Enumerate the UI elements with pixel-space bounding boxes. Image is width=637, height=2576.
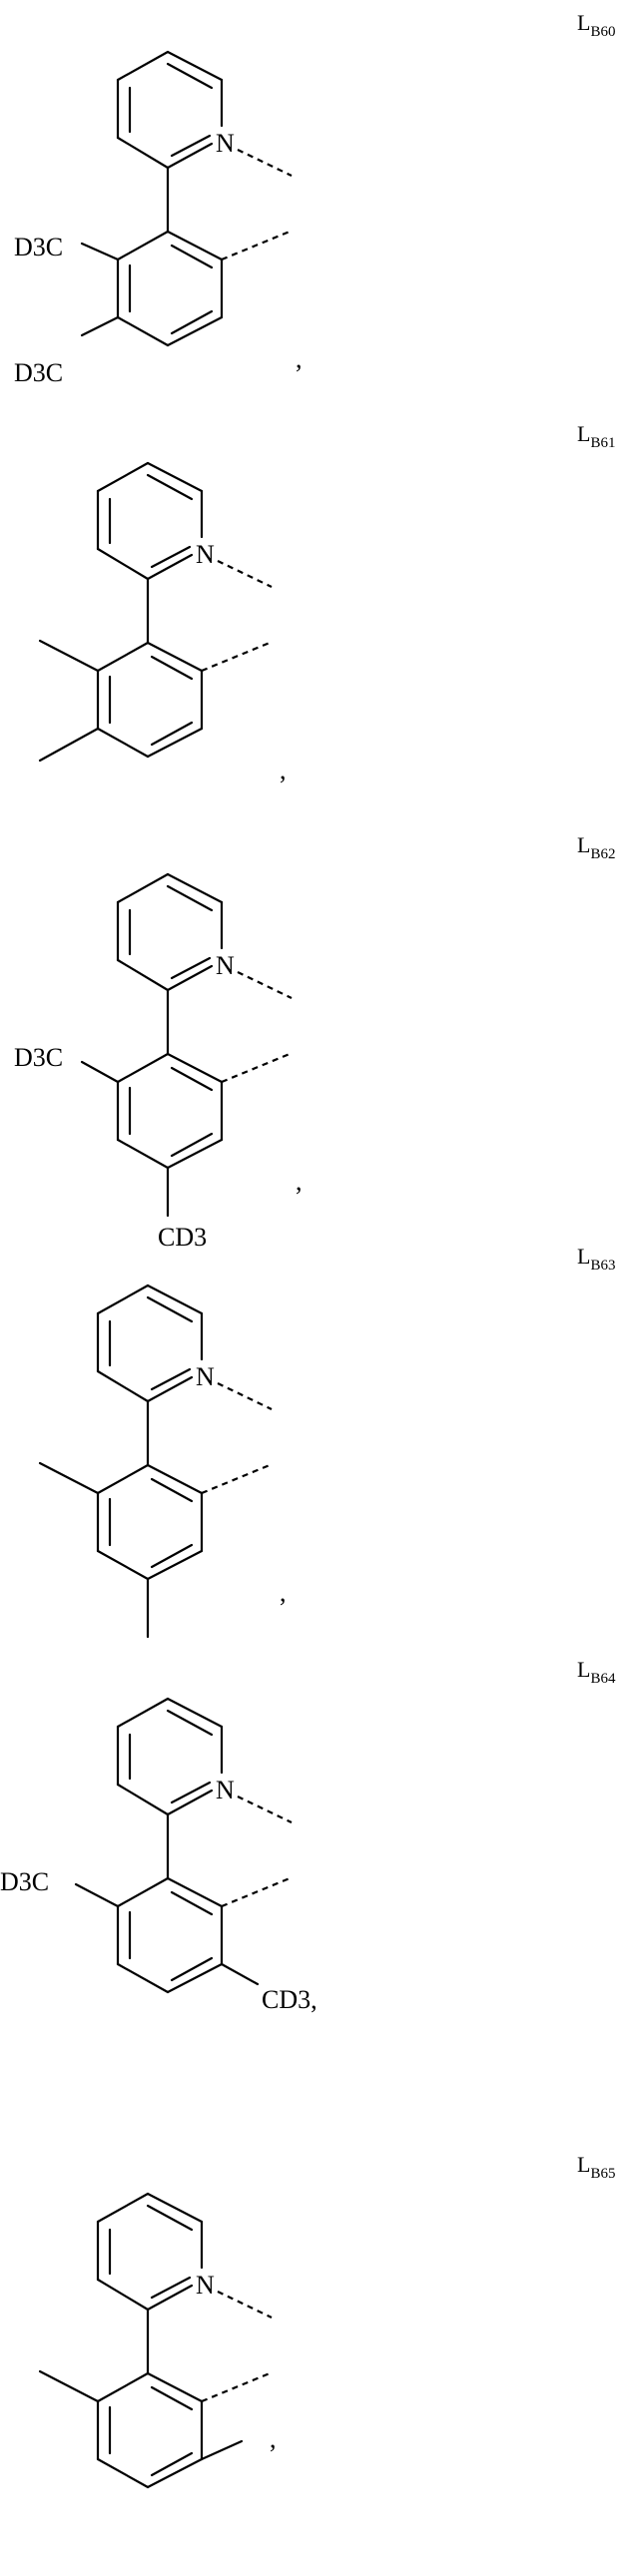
ligand-lb64: N D3C CD3, LB64 <box>0 1657 616 2014</box>
separator-comma: , <box>296 1167 303 1196</box>
nitrogen-atom: N <box>216 1776 235 1804</box>
ligand-lb61: N , LB61 <box>40 421 615 784</box>
separator-comma: , <box>270 2424 277 2453</box>
cd3-substituent: CD3, <box>262 1985 318 2014</box>
separator-comma: , <box>280 756 287 784</box>
ligand-label: LB64 <box>577 1657 616 1687</box>
separator-comma: , <box>296 344 303 373</box>
d3c-substituent: D3C <box>14 233 63 261</box>
d3c-substituent: D3C <box>14 358 63 387</box>
ligand-label: LB63 <box>577 1244 615 1274</box>
nitrogen-atom: N <box>216 951 235 980</box>
nitrogen-atom: N <box>196 1362 215 1391</box>
nitrogen-atom: N <box>196 2271 215 2300</box>
d3c-substituent: D3C <box>0 1867 49 1896</box>
d3c-substituent: D3C <box>14 1043 63 1072</box>
ligand-lb60: N D3C D3C , LB60 <box>14 10 615 387</box>
nitrogen-atom: N <box>196 540 215 569</box>
ligand-label: LB62 <box>577 832 615 862</box>
separator-comma: , <box>280 1578 287 1607</box>
nitrogen-atom: N <box>216 129 235 158</box>
ligand-lb62: N D3C CD3 , LB62 <box>14 832 615 1252</box>
ligand-lb65: N , LB65 <box>40 2152 615 2487</box>
ligand-label: LB61 <box>577 421 615 451</box>
ligand-label: LB60 <box>577 10 615 40</box>
ligand-label: LB65 <box>577 2152 615 2182</box>
cd3-substituent: CD3 <box>158 1223 207 1252</box>
ligand-lb63: N , LB63 <box>40 1244 615 1637</box>
